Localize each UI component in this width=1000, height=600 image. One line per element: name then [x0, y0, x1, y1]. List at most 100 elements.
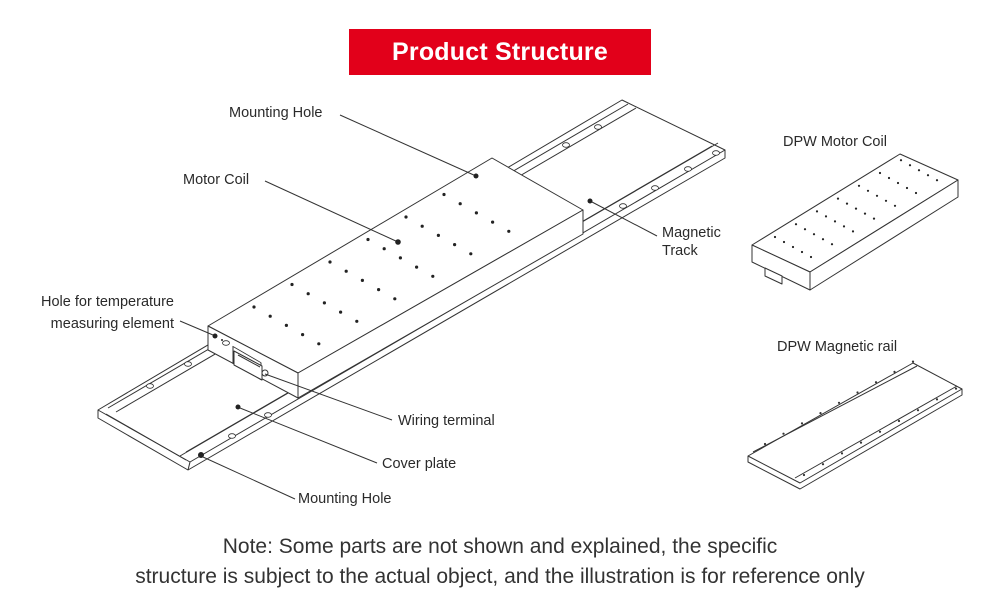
- dpw-coil-hole: [821, 238, 825, 241]
- dpw-rail-hole: [856, 391, 859, 394]
- coil-hole: [322, 301, 326, 305]
- mounting-hole-bottom-marker: [198, 452, 204, 458]
- page-title: Product Structure: [392, 37, 608, 66]
- label-magnetic-track: Magnetic Track: [662, 224, 721, 260]
- leader-magnetic-track: [591, 201, 658, 237]
- dpw-rail-hole-row: [763, 360, 958, 477]
- dpw-coil-hole: [863, 212, 867, 215]
- label-mounting-hole-top: Mounting Hole: [229, 105, 323, 121]
- dpw-rail-hole: [878, 430, 882, 433]
- leader-mounting-hole-bottom: [202, 456, 296, 500]
- dpw-coil-hole: [815, 210, 819, 213]
- dpw-rail-hole: [893, 370, 896, 373]
- label-hole-temp: Hole for temperature measuring element: [16, 293, 174, 333]
- label-hole-temp-line2: measuring element: [50, 316, 174, 332]
- coil-hole: [301, 333, 305, 337]
- coil-dot-grid: [252, 192, 511, 346]
- mounting-hole-top-marker: [473, 173, 479, 179]
- motor-coil-marker: [395, 239, 401, 245]
- dpw-rail-hole: [837, 401, 841, 404]
- leader-cover-plate: [239, 407, 378, 464]
- track-mounting-hole: [651, 185, 659, 191]
- dpw-coil-hole: [773, 235, 777, 239]
- coil-hole: [458, 202, 462, 206]
- magnetic-track-marker: [587, 198, 593, 204]
- dpw-coil-hole: [782, 240, 786, 244]
- coil-hole: [420, 224, 424, 228]
- coil-hole: [252, 305, 256, 309]
- coil-hole: [366, 237, 370, 242]
- coil-hole: [344, 269, 348, 273]
- dpw-coil-hole: [872, 217, 876, 220]
- dpw-rail-hole: [800, 422, 804, 425]
- dpw-coil-hole: [845, 202, 849, 205]
- dpw-coil-hole: [875, 194, 879, 197]
- track-mounting-hole: [184, 361, 192, 367]
- coil-hole: [431, 274, 435, 278]
- dpw-coil-hole: [791, 245, 795, 249]
- dpw-coil-hole: [893, 204, 897, 207]
- dpw-coil-hole: [908, 164, 912, 167]
- label-magnetic-track-line2: Track: [662, 243, 698, 259]
- dpw-rail-hole: [821, 463, 825, 466]
- dpw-coil-hole: [824, 215, 828, 218]
- coil-hole: [469, 252, 473, 256]
- leader-motor-coil: [264, 180, 399, 243]
- dpw-magnetic-rail-drawing: [747, 362, 963, 490]
- track-mounting-hole: [228, 433, 236, 439]
- coil-hole: [290, 282, 294, 287]
- coil-hole: [415, 265, 419, 269]
- dpw-coil-hole: [857, 184, 861, 187]
- title-banner: Product Structure: [349, 29, 651, 75]
- track-mounting-hole: [712, 150, 720, 156]
- track-mounting-hole: [146, 383, 154, 389]
- dpw-rail-hole: [802, 473, 806, 477]
- label-dpw-motor-coil: DPW Motor Coil: [783, 134, 887, 150]
- temperature-hole: [212, 333, 218, 339]
- track-mounting-hole: [222, 340, 230, 346]
- note-line-1: Note: Some parts are not shown and expla…: [222, 535, 778, 558]
- coil-hole: [436, 233, 440, 237]
- coil-hole: [474, 211, 478, 215]
- motor-coil-block: [207, 157, 584, 399]
- label-cover-plate: Cover plate: [382, 456, 457, 472]
- leader-mounting-hole-top: [339, 114, 477, 177]
- dpw-coil-hole: [836, 197, 840, 200]
- dpw-coil-hole: [794, 223, 798, 226]
- dpw-coil-hole: [887, 176, 891, 180]
- coil-hole: [339, 310, 343, 314]
- dpw-coil-hole: [905, 186, 909, 190]
- coil-hole: [284, 323, 288, 327]
- dpw-coil-hole: [878, 171, 882, 175]
- coil-hole: [507, 229, 511, 233]
- dpw-coil-hole: [914, 191, 918, 195]
- coil-hole: [306, 292, 310, 296]
- label-mounting-hole-bottom: Mounting Hole: [298, 491, 392, 507]
- track-mounting-hole: [264, 412, 272, 418]
- dpw-rail-hole: [916, 409, 920, 412]
- coil-hole: [453, 243, 457, 247]
- label-wiring-terminal: Wiring terminal: [398, 413, 495, 429]
- track-mounting-hole: [562, 142, 570, 148]
- coil-hole: [442, 192, 446, 197]
- coil-hole: [355, 319, 359, 323]
- dpw-coil-hole: [830, 243, 834, 246]
- coil-hole: [268, 314, 272, 318]
- dpw-motor-coil-drawing: [751, 153, 959, 291]
- note-line-2: structure is subject to the actual objec…: [135, 565, 865, 588]
- track-mounting-hole: [594, 124, 602, 130]
- dpw-coil-hole: [812, 233, 816, 236]
- dpw-coil-dot-grid: [773, 159, 939, 259]
- dpw-coil-hole: [935, 179, 939, 182]
- label-motor-coil: Motor Coil: [183, 172, 250, 188]
- coil-hole: [360, 278, 364, 282]
- dpw-rail-hole: [874, 381, 878, 384]
- dpw-rail-hole: [954, 387, 958, 390]
- label-hole-temp-line1: Hole for temperature: [41, 294, 174, 310]
- leader-hole-temp: [179, 320, 214, 336]
- coil-hole: [404, 215, 408, 219]
- coil-hole: [393, 297, 397, 301]
- coil-hole: [377, 288, 381, 292]
- cover-plate-hole: [235, 404, 241, 410]
